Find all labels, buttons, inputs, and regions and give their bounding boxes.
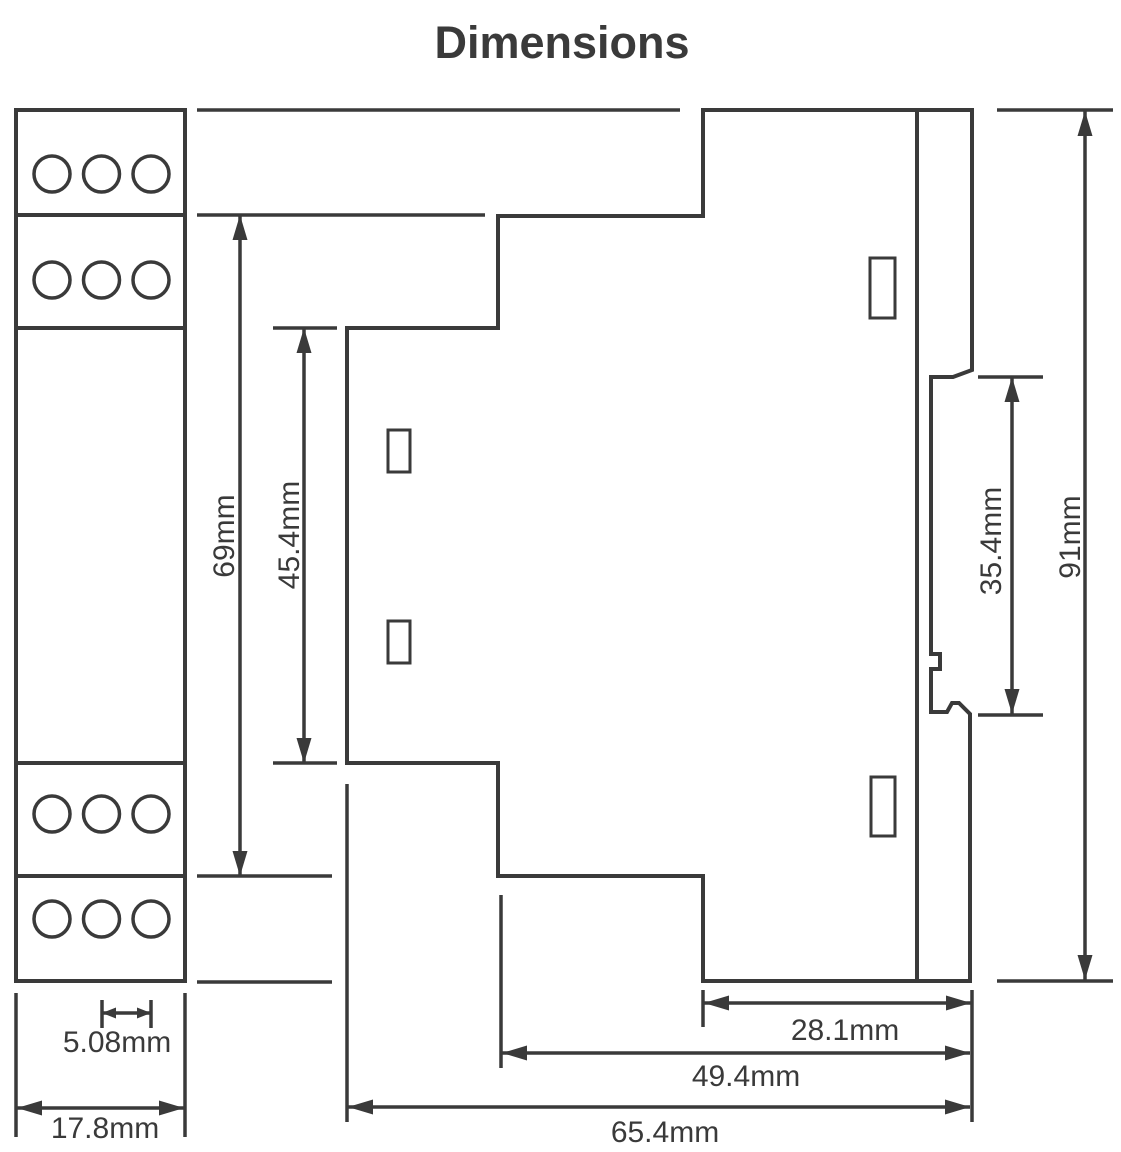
side-view-outline <box>345 108 974 983</box>
terminal-circle <box>131 260 171 300</box>
dimension-label: 45.4mm <box>273 481 306 589</box>
terminal-circle <box>32 899 72 939</box>
terminal-row-2 <box>32 260 171 300</box>
terminal-circle <box>81 260 122 300</box>
dimension-label: 69mm <box>208 494 241 577</box>
terminal-circle <box>32 794 72 834</box>
dimension-5-08mm: 5.08mm <box>63 1007 171 1059</box>
terminal-circle <box>32 260 72 300</box>
dimension-35-4mm: 35.4mm <box>975 377 1020 714</box>
page-title: Dimensions <box>434 17 689 68</box>
extension-lines <box>14 108 1113 1137</box>
vent-slot <box>386 619 412 665</box>
terminal-circle <box>81 154 122 194</box>
dimension-label: 49.4mm <box>692 1060 800 1093</box>
terminal-row-3 <box>32 794 171 834</box>
terminal-circle <box>131 154 171 194</box>
dimension-28-1mm: 28.1mm <box>704 995 971 1047</box>
dimension-49-4mm: 49.4mm <box>502 1045 970 1093</box>
dimension-label: 28.1mm <box>791 1014 899 1047</box>
dimension-label: 5.08mm <box>63 1026 171 1059</box>
dimension-45-4mm: 45.4mm <box>273 328 312 763</box>
dimension-label: 65.4mm <box>611 1116 719 1149</box>
terminal-circle <box>81 899 122 939</box>
terminal-row-4 <box>32 899 171 939</box>
vent-slot <box>869 775 897 838</box>
terminal-circle <box>131 794 171 834</box>
side-view <box>345 108 974 983</box>
terminal-row-1 <box>32 154 171 194</box>
dimension-label: 17.8mm <box>51 1112 159 1145</box>
dimension-17-8mm: 17.8mm <box>17 1100 184 1145</box>
dimension-label: 91mm <box>1054 495 1087 578</box>
terminal-circle <box>32 154 72 194</box>
front-view-body <box>14 108 187 983</box>
dimension-91mm: 91mm <box>1054 111 1093 980</box>
vent-slot <box>386 428 412 474</box>
dimension-65-4mm: 65.4mm <box>348 1099 970 1149</box>
terminal-circle <box>131 899 171 939</box>
vent-slot <box>868 256 897 320</box>
dimension-69mm: 69mm <box>208 215 248 876</box>
terminal-circle <box>81 794 122 834</box>
dimension-label: 35.4mm <box>975 487 1008 595</box>
front-view <box>14 108 187 983</box>
